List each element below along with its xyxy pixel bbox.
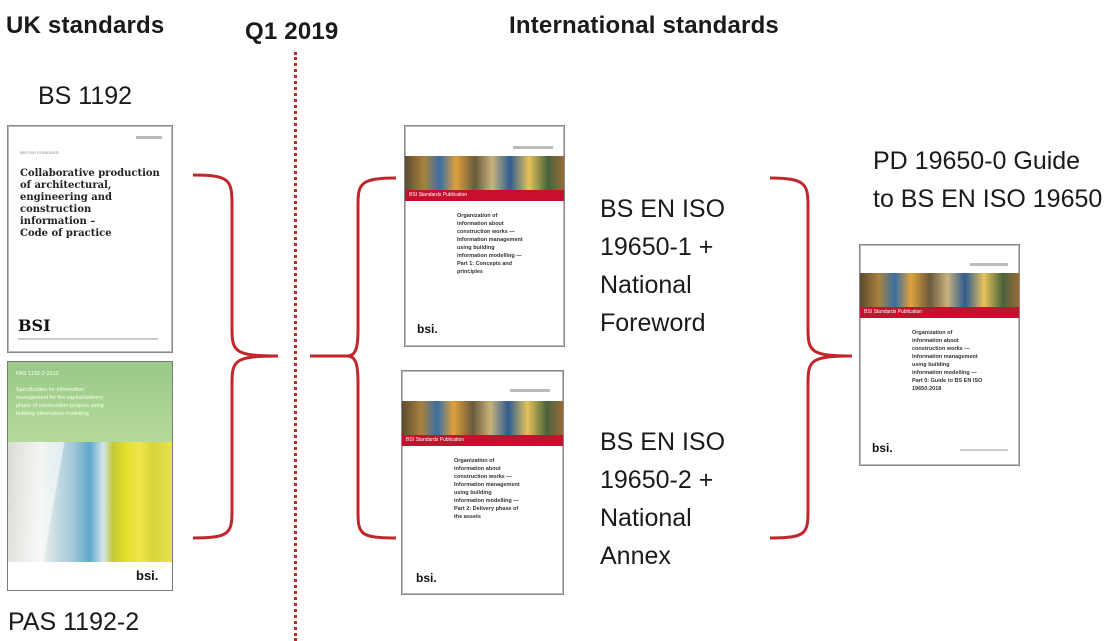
cover-body-line: 19650:2018 (912, 386, 942, 392)
q1-2019-heading: Q1 2019 (245, 18, 339, 45)
pas-body-line: Specification for information (16, 387, 84, 393)
cover-body-line: construction works — (912, 346, 970, 352)
pd-line: to BS EN ISO 19650 (873, 185, 1103, 213)
bs1192-label: BS 1192 (38, 82, 133, 110)
pas-cover-footer (8, 562, 172, 590)
cover-photo-strip (860, 273, 1019, 307)
bs1192-title-line: Code of practice (20, 228, 112, 239)
cover-body-line: information modelling — (454, 498, 519, 504)
pd-line: PD 19650-0 Guide (873, 147, 1081, 175)
cover-body-line: information about (912, 338, 959, 344)
iso1-line: BS EN ISO (600, 195, 726, 223)
cover-photo-strip (405, 156, 564, 190)
bs1192-title-line: Collaborative production (20, 168, 160, 179)
bs1192-cover: BRITISH STANDARD Collaborative productio… (7, 125, 173, 353)
cover-ref-mark (510, 389, 550, 392)
iso19650-2-cover: BSI Standards Publication Organization o… (401, 370, 564, 595)
cover-body-line: Organization of (454, 458, 495, 464)
iso1-line: 19650-1 + (600, 233, 714, 261)
pas-body-line: building information modelling (16, 411, 89, 417)
iso2-line: BS EN ISO (600, 428, 726, 456)
cover-photo-strip (402, 401, 563, 435)
international-bracket (346, 176, 397, 540)
cover-body-line: Organization of (912, 330, 953, 336)
cover-body-line: information modelling — (457, 253, 522, 259)
bsi-logo: bsi. (417, 322, 438, 336)
iso2-cover-body: Organization of information about constr… (454, 457, 520, 521)
cover-body-line: construction works — (454, 474, 512, 480)
bs1192-title-line: engineering and (20, 192, 112, 203)
cover-body-line: using building (454, 490, 492, 496)
cover-red-band: BSI Standards Publication (860, 307, 1019, 318)
iso2-line: 19650-2 + (600, 466, 714, 494)
cover-body-line: principles (457, 269, 483, 275)
cover-body-line: using building (457, 245, 495, 251)
iso19650-2-label: BS EN ISO 19650-2 + National Annex (600, 423, 725, 575)
cover-body-line: Part 2: Delivery phase of (454, 506, 519, 512)
pd-bracket (769, 176, 853, 540)
bsi-logo: bsi. (136, 568, 159, 583)
international-standards-heading: International standards (509, 12, 779, 39)
pas-body-line: management for the capital/delivery (16, 395, 104, 401)
bsi-logo: bsi. (872, 441, 893, 455)
cover-footer-line (960, 449, 1008, 451)
cover-body-line: information modelling — (912, 370, 977, 376)
bs1192-title-line: information – (20, 216, 96, 227)
pas-body-line: phase of construction projects using (16, 403, 104, 409)
bs1192-header: BRITISH STANDARD (20, 150, 59, 155)
iso1-cover-body: Organization of information about constr… (457, 212, 523, 276)
cover-body-line: Part 0: Guide to BS EN ISO (912, 378, 983, 384)
cover-body-line: Information management (912, 354, 978, 360)
cover-ref-mark (136, 136, 162, 139)
pas1192-cover: PAS 1192-2:2013 Specification for inform… (7, 361, 173, 591)
cover-body-line: using building (912, 362, 950, 368)
bs1192-title-line: construction (20, 204, 92, 215)
bsi-logo: bsi. (416, 571, 437, 585)
uk-standards-heading: UK standards (6, 12, 165, 39)
pas-header-text: PAS 1192-2:2013 (16, 371, 59, 377)
iso19650-1-label: BS EN ISO 19650-1 + National Foreword (600, 190, 725, 342)
pd19650-0-label: PD 19650-0 Guide to BS EN ISO 19650 (873, 142, 1102, 218)
bs1192-title: Collaborative production of architectura… (20, 168, 160, 240)
cover-body-line: information about (454, 466, 501, 472)
pd19650-0-cover: BSI Standards Publication Organization o… (859, 244, 1020, 466)
cover-body-line: the assets (454, 514, 481, 520)
cover-body-line: information about (457, 221, 504, 227)
pas-body: Specification for information management… (16, 386, 104, 418)
cover-ref-mark (970, 263, 1008, 266)
bs1192-title-line: of architectural, (20, 180, 112, 191)
cover-body-line: Information management (454, 482, 520, 488)
pas1192-label: PAS 1192-2 (8, 608, 140, 636)
cover-body-line: Part 1: Concepts and (457, 261, 513, 267)
iso19650-1-cover: BSI Standards Publication Organization o… (404, 125, 565, 347)
cover-body-line: construction works — (457, 229, 515, 235)
timeline-divider (294, 52, 297, 641)
cover-red-band: BSI Standards Publication (405, 190, 564, 201)
iso2-line: National (600, 504, 692, 532)
iso1-line: Foreword (600, 309, 706, 337)
cover-body-line: Information management (457, 237, 523, 243)
iso1-line: National (600, 271, 692, 299)
pas-cover-header: PAS 1192-2:2013 Specification for inform… (8, 362, 172, 442)
iso2-line: Annex (600, 542, 671, 570)
cover-ref-mark (513, 146, 553, 149)
cover-red-band: BSI Standards Publication (402, 435, 563, 446)
cover-footer-line (18, 338, 158, 340)
bsi-logo: BSI (18, 316, 51, 335)
uk-bracket (192, 173, 279, 540)
pd-cover-body: Organization of information about constr… (912, 329, 982, 393)
pas-cover-image (8, 442, 172, 562)
cover-body-line: Organization of (457, 213, 498, 219)
